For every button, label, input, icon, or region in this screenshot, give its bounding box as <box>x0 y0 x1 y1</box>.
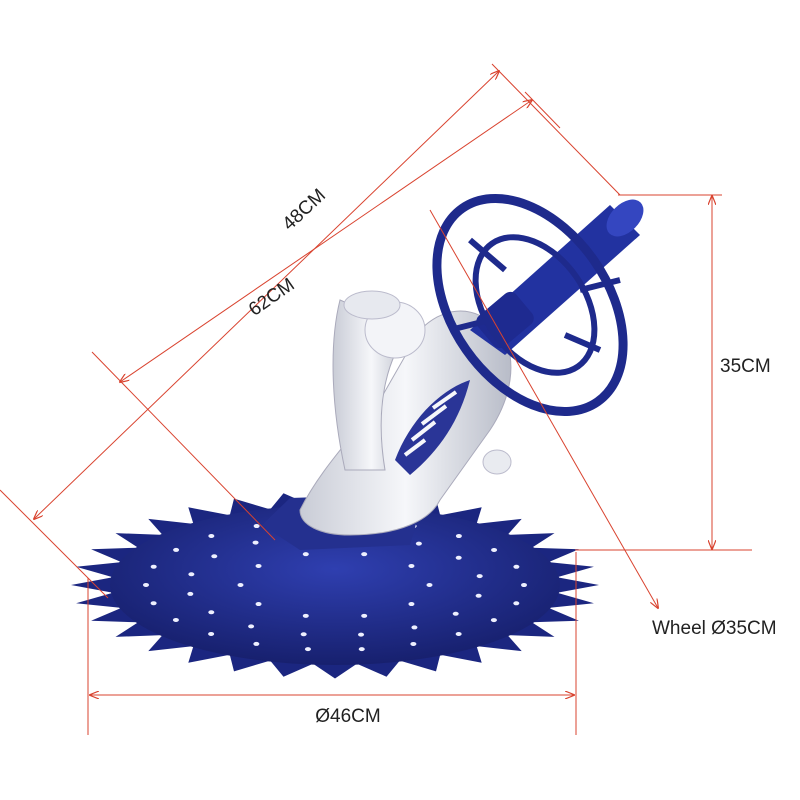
disc-hole <box>143 582 150 587</box>
disc-hole <box>248 624 255 629</box>
disc-hole <box>475 593 482 598</box>
disc-hole <box>408 602 415 607</box>
wheel-diameter-label: Wheel Ø35CM <box>652 618 777 639</box>
disc-hole <box>491 548 498 553</box>
disc-hole <box>358 647 365 652</box>
disc-hole <box>455 555 462 560</box>
disc-hole <box>255 563 262 568</box>
disc-hole <box>208 533 215 538</box>
disc-hole <box>455 534 462 539</box>
disc-hole <box>410 641 417 646</box>
dimension-lines <box>0 63 752 735</box>
disc-hole <box>208 631 215 636</box>
disc-hole <box>426 583 433 587</box>
disc-hole <box>304 647 311 652</box>
disc-hole <box>187 591 194 596</box>
disc-hole <box>237 583 244 587</box>
disc-hole <box>173 547 180 552</box>
disc-hole <box>513 601 520 606</box>
disc-hole <box>255 602 262 607</box>
height-label: 35CM <box>720 356 771 377</box>
disc-hole <box>211 554 218 559</box>
disc-hole <box>302 613 309 618</box>
disc-hole <box>520 583 527 588</box>
disc-hole <box>513 564 520 569</box>
disc-hole <box>455 632 462 637</box>
disc-hole <box>358 632 365 637</box>
disc-hole <box>361 552 368 557</box>
disc-diameter-label: Ø46CM <box>315 706 380 727</box>
disc-hole <box>408 563 415 568</box>
disc-hole <box>188 572 195 577</box>
disc-hole <box>452 611 459 616</box>
disc-hole <box>208 610 215 615</box>
length-total-label: 62CM <box>245 274 299 320</box>
disc-hole <box>361 613 368 618</box>
disc-hole <box>300 632 307 637</box>
disc-hole <box>253 641 260 646</box>
disc-hole <box>150 564 157 569</box>
disc-hole <box>172 617 179 622</box>
disc-hole <box>415 541 422 546</box>
disc-hole <box>476 574 483 579</box>
disc-hole <box>253 524 260 529</box>
disc-hole <box>252 540 259 545</box>
disc-hole <box>490 618 497 623</box>
disc-hole <box>150 601 157 606</box>
disc-hole <box>411 625 418 630</box>
cleaner-disc <box>71 491 599 679</box>
length-diagonal-label: 48CM <box>279 185 330 235</box>
disc-hole <box>302 552 309 557</box>
